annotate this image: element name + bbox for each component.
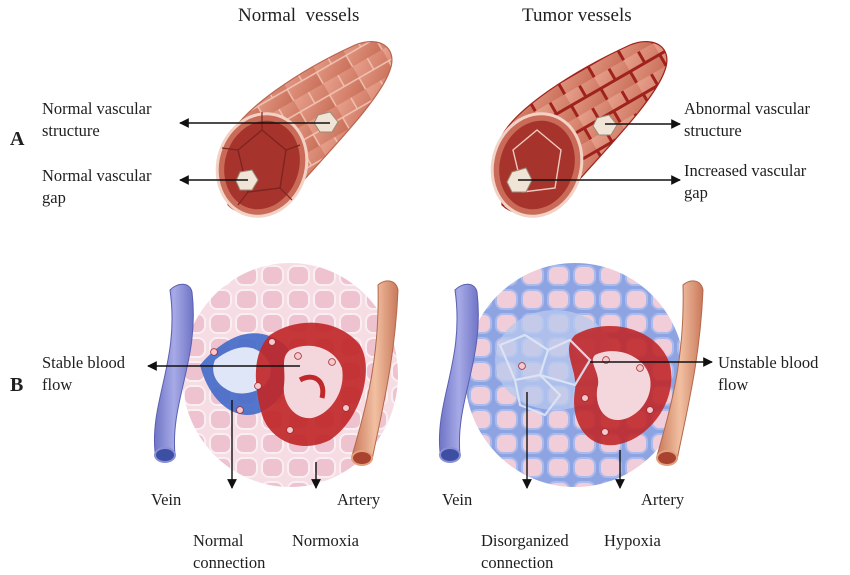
artery-label-right: Artery — [641, 490, 685, 509]
tumor-vessel — [490, 40, 668, 218]
normal-vessel — [215, 40, 393, 218]
panel-letter-a: A — [10, 128, 25, 150]
tumor-network — [438, 263, 704, 487]
vein-label-right: Vein — [442, 490, 473, 509]
normal-network — [153, 263, 399, 487]
arrows — [147, 118, 713, 489]
normal-gap-label: Normal vascular gap — [42, 166, 152, 207]
normoxia-label: Normoxia — [292, 531, 359, 550]
tumor-vessels-header: Tumor vessels — [522, 5, 632, 26]
normal-connection-label: Normal connection — [193, 531, 266, 572]
abnormal-structure-label: Abnormal vascular structure — [684, 99, 810, 140]
artery-label-left: Artery — [337, 490, 381, 509]
hypoxia-label: Hypoxia — [604, 531, 661, 550]
increased-gap-label: Increased vascular gap — [684, 161, 807, 202]
normal-vessels-header: Normal vessels — [238, 5, 360, 26]
panel-letter-b: B — [10, 374, 24, 396]
vein-label-left: Vein — [151, 490, 182, 509]
unstable-flow-label: Unstable blood flow — [718, 353, 819, 394]
disorganized-connection-label: Disorganized connection — [481, 531, 569, 572]
stable-flow-label: Stable blood flow — [42, 353, 125, 394]
normal-structure-label: Normal vascular structure — [42, 99, 152, 140]
